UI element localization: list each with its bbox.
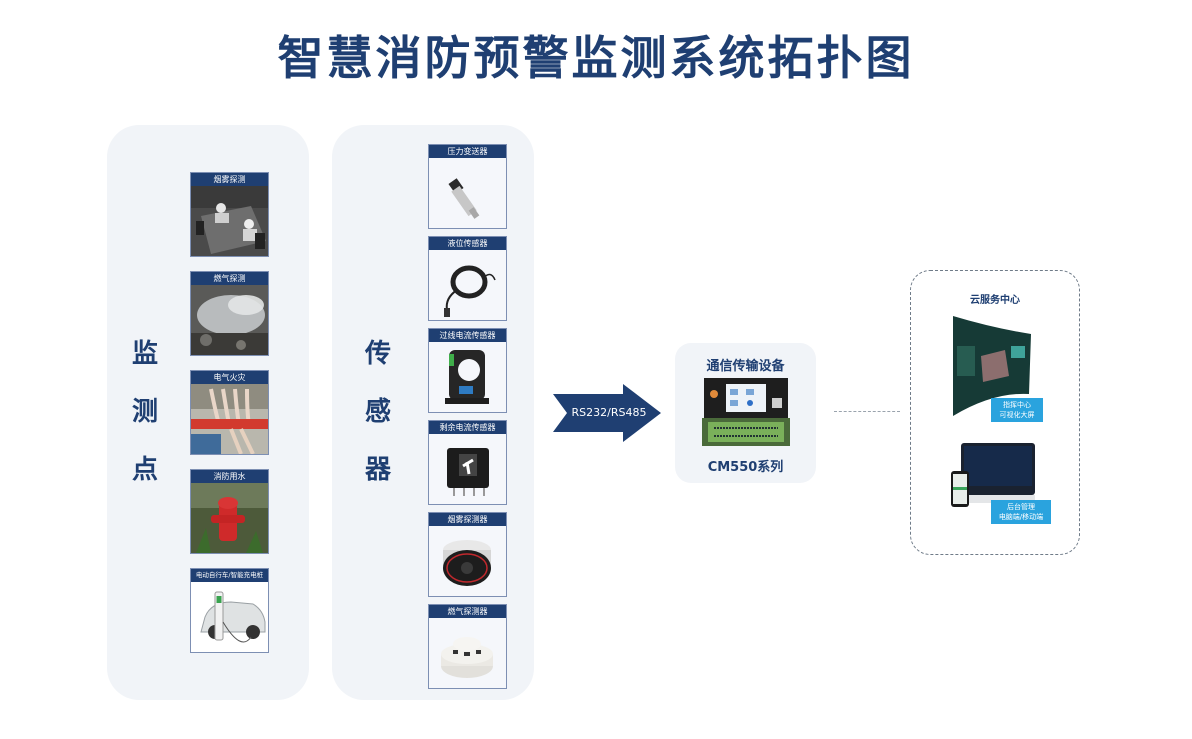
monitoring-points-label: 监 测 点 [125, 325, 165, 499]
page-title: 智慧消防预警监测系统拓扑图 [277, 31, 915, 85]
label-char: 监 [131, 339, 158, 369]
tag-line: 电脑端/移动端 [998, 513, 1044, 521]
card-title: 电动自行车/智能充电桩 [191, 569, 268, 582]
label-char: 点 [131, 455, 158, 485]
device-title: 通信传输设备 [706, 359, 785, 374]
through-current-sensor-image [429, 342, 506, 412]
monitoring-card-smoke: 烟雾探测 [190, 172, 269, 257]
connection-dashed-line [834, 411, 900, 412]
gas-leak-image [191, 285, 268, 355]
rs-connection-arrow: RS232/RS485 [553, 384, 661, 442]
liquid-level-sensor-image [429, 250, 506, 320]
arrow-right-icon [553, 384, 661, 442]
card-title: 压力变送器 [429, 145, 506, 158]
device-model: CM550系列 [707, 460, 784, 475]
monitoring-points-panel: 监 测 点 烟雾探测 燃气探测 [107, 125, 309, 700]
card-title: 燃气探测 [191, 272, 268, 285]
sensor-card-residual-current: 剩余电流传感器 [428, 420, 507, 505]
sensors-label: 传 感 器 [358, 325, 398, 499]
backend-management-image [949, 443, 1039, 527]
smoke-detector-image [429, 526, 506, 596]
card-title: 燃气探测器 [429, 605, 506, 618]
label-char: 传 [364, 339, 391, 369]
cloud-title: 云服务中心 [970, 295, 1020, 306]
label-char: 器 [364, 455, 391, 485]
card-title: 过线电流传感器 [429, 329, 506, 342]
label-char: 测 [131, 397, 158, 427]
sensor-card-liquid-level: 液位传感器 [428, 236, 507, 321]
command-center-screen-image [949, 316, 1033, 420]
card-title: 烟雾探测 [191, 173, 268, 186]
sensor-card-pressure-transmitter: 压力变送器 [428, 144, 507, 229]
card-title: 液位传感器 [429, 237, 506, 250]
tag-line: 指挥中心 [1003, 401, 1031, 409]
residual-current-sensor-image [429, 434, 506, 504]
fire-hydrant-image [191, 483, 268, 553]
cloud-service-center: 云服务中心 指挥中心 可视化大屏 后台管理 电脑端/移动端 [910, 270, 1080, 555]
card-title: 烟雾探测器 [429, 513, 506, 526]
electrical-cabinet-image [191, 384, 268, 454]
ev-charging-image [191, 582, 268, 652]
monitoring-card-electrical-fire: 电气火灾 [190, 370, 269, 455]
sensor-card-through-current: 过线电流传感器 [428, 328, 507, 413]
monitoring-card-fire-water: 消防用水 [190, 469, 269, 554]
card-title: 电气火灾 [191, 371, 268, 384]
monitoring-card-ev-charging: 电动自行车/智能充电桩 [190, 568, 269, 653]
communication-device-panel: 通信传输设备 CM550系列 [675, 343, 816, 483]
pressure-transmitter-image [429, 158, 506, 228]
smoke-camera-image [191, 186, 268, 256]
gas-detector-image [429, 618, 506, 688]
command-center-tag: 指挥中心 可视化大屏 [991, 398, 1043, 422]
tag-line: 可视化大屏 [999, 411, 1035, 419]
sensor-card-gas-detector: 燃气探测器 [428, 604, 507, 689]
card-title: 剩余电流传感器 [429, 421, 506, 434]
card-title: 消防用水 [191, 470, 268, 483]
sensors-panel: 传 感 器 压力变送器 液位传感器 过线电流传感器 [332, 125, 534, 700]
cm550-device-image [702, 378, 790, 454]
backend-management-tag: 后台管理 电脑端/移动端 [991, 500, 1051, 524]
tag-line: 后台管理 [1007, 503, 1035, 511]
sensor-card-smoke-detector: 烟雾探测器 [428, 512, 507, 597]
connection-label: RS232/RS485 [571, 406, 647, 419]
monitoring-card-gas: 燃气探测 [190, 271, 269, 356]
label-char: 感 [364, 397, 391, 427]
